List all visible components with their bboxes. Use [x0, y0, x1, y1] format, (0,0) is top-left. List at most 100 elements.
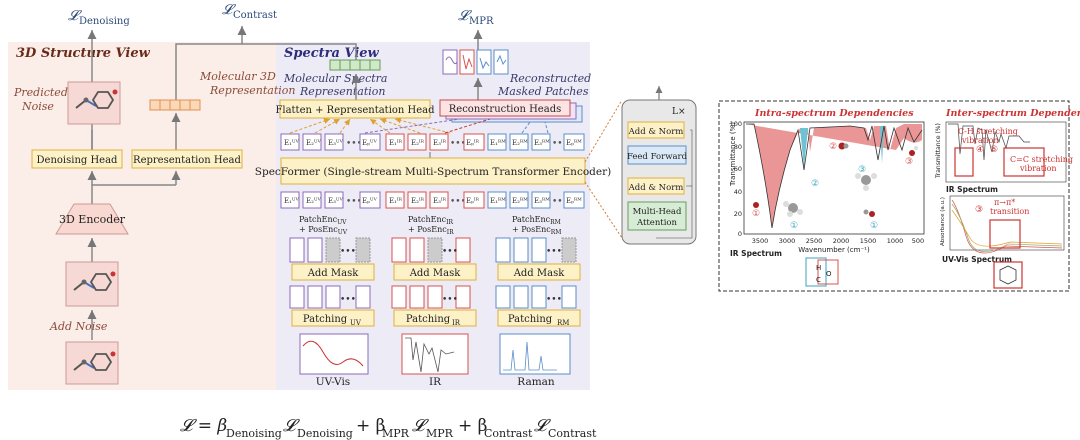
svg-text:Denoising: Denoising: [297, 427, 353, 440]
zoom-line-top: [584, 99, 623, 163]
svg-text:E₃ᵁⱽ: E₃ᵁⱽ: [328, 197, 344, 205]
svg-text:E₁ᴿᴹ: E₁ᴿᴹ: [490, 139, 506, 147]
transformer-block: L× Add & Norm Feed Forward Add & Norm Mu…: [621, 86, 697, 245]
svg-text:E₃ᴿᴹ: E₃ᴿᴹ: [534, 139, 550, 147]
svg-text:•••: •••: [340, 247, 356, 257]
svg-text:IR Spectrum: IR Spectrum: [730, 249, 782, 258]
svg-text:E₃ᴿᴹ: E₃ᴿᴹ: [534, 197, 550, 205]
ir-plot: Transmittance (%) 100 80 60 40 20 0 3500…: [729, 120, 925, 258]
svg-text:IR: IR: [429, 376, 442, 388]
svg-text:②: ②: [829, 142, 837, 152]
svg-text:Contrast: Contrast: [484, 427, 533, 440]
arrow-contrast-right: [242, 43, 357, 60]
inter-title: Inter-spectrum Dependencies: [945, 108, 1080, 119]
svg-text:IR Spectrum: IR Spectrum: [946, 185, 998, 194]
svg-text:Add Mask: Add Mask: [307, 268, 360, 279]
svg-text:•••: •••: [546, 295, 562, 305]
svg-text:Denoising: Denoising: [79, 16, 130, 27]
svg-text:E₂ᴵᴿ: E₂ᴵᴿ: [411, 197, 425, 205]
svg-text:Predicted: Predicted: [13, 86, 68, 99]
svg-text:RM: RM: [557, 319, 569, 327]
svg-text:Patching: Patching: [406, 314, 451, 325]
loss-denoising: 𝓛 Denoising: [68, 8, 130, 27]
svg-text:E₁ᵁⱽ: E₁ᵁⱽ: [284, 197, 300, 205]
intra-title: Intra-spectrum Dependencies: [754, 108, 914, 119]
svg-text:H: H: [816, 264, 821, 272]
loss-contrast: 𝓛 Contrast: [222, 2, 277, 21]
molecule-image-top: [67, 81, 121, 125]
svg-text:E₁ᴿᴹ: E₁ᴿᴹ: [490, 197, 506, 205]
token-row-bottom: E₁ᵁⱽ E₂ᵁⱽ E₃ᵁⱽ ••• Eₚᵁⱽ E₁ᴵᴿ E₂ᴵᴿ E₃ᴵᴿ •…: [280, 191, 585, 209]
loss-mpr: 𝓛 MPR: [458, 8, 494, 27]
3d-encoder-box: 3D Encoder: [55, 203, 129, 235]
spectra-view-title: Spectra View: [284, 46, 380, 61]
reconstruction-heads-box: Reconstruction Heads: [439, 99, 583, 123]
svg-text:E₂ᴿᴹ: E₂ᴿᴹ: [512, 139, 528, 147]
svg-text:③: ③: [858, 165, 866, 175]
column-uv: PatchEncUV + PosEncUV ••• Add Mask ••• P…: [289, 215, 375, 388]
svg-text:Feed Forward: Feed Forward: [627, 152, 688, 162]
svg-text:𝓛 = β: 𝓛 = β: [180, 416, 227, 436]
svg-text:E₃ᵁⱽ: E₃ᵁⱽ: [328, 139, 344, 147]
svg-text:Reconstruction Heads: Reconstruction Heads: [449, 104, 561, 115]
svg-text:E₂ᵁⱽ: E₂ᵁⱽ: [306, 139, 322, 147]
svg-text:2500: 2500: [806, 237, 823, 245]
svg-text:PatchEncIR: PatchEncIR: [408, 215, 453, 226]
svg-text:MPR: MPR: [469, 16, 494, 27]
svg-text:Denoising Head: Denoising Head: [37, 155, 119, 166]
svg-text:+ β: + β: [458, 416, 487, 436]
column-ir: PatchEncIR + PosEncIR ••• Add Mask ••• P…: [391, 215, 477, 388]
svg-text:Representation: Representation: [209, 84, 295, 97]
svg-text:E₂ᴿᴹ: E₂ᴿᴹ: [512, 197, 528, 205]
molecule-image-mid: [65, 261, 119, 307]
svg-text:C=C stretching: C=C stretching: [1010, 155, 1073, 164]
svg-text:•••: •••: [552, 197, 568, 207]
rep-vector-orange: [149, 99, 201, 111]
svg-text:Add Mask: Add Mask: [513, 268, 566, 279]
add-noise-label: Add Noise: [49, 320, 108, 333]
svg-text:1000: 1000: [887, 237, 904, 245]
svg-text:Representation: Representation: [299, 85, 385, 98]
svg-text:①: ①: [790, 221, 798, 231]
svg-text:Wavenumber (cm⁻¹): Wavenumber (cm⁻¹): [798, 246, 870, 254]
reconstructed-label: Reconstructed Masked Patches: [497, 72, 591, 98]
svg-text:MPR: MPR: [426, 427, 454, 440]
svg-text:Eₚᴿᴹ: Eₚᴿᴹ: [566, 197, 582, 205]
svg-text:C-H stretching: C-H stretching: [958, 127, 1018, 136]
svg-text:1500: 1500: [860, 237, 877, 245]
svg-text:Add & Norm: Add & Norm: [628, 183, 684, 193]
svg-text:Eₚᴵᴿ: Eₚᴵᴿ: [466, 197, 480, 205]
svg-text:⑤: ⑤: [990, 145, 998, 155]
svg-text:•••: •••: [450, 197, 466, 207]
svg-text:C: C: [816, 276, 821, 284]
svg-text:Molecular Spectra: Molecular Spectra: [283, 72, 387, 85]
svg-text:E₃ᴵᴿ: E₃ᴵᴿ: [433, 197, 447, 205]
structure-view-title: 3D Structure View: [16, 46, 151, 61]
flatten-head-box: Flatten + Representation Head: [275, 99, 435, 119]
svg-text:Reconstructed: Reconstructed: [509, 72, 591, 85]
svg-text:80: 80: [734, 143, 742, 151]
arrow-contrast-left: [175, 26, 247, 100]
structure-view-panel: [8, 42, 276, 390]
svg-text:40: 40: [734, 188, 742, 196]
token-arrows: [289, 117, 549, 134]
svg-text:Patching: Patching: [303, 314, 348, 325]
svg-text:MPR: MPR: [382, 427, 410, 440]
svg-text:Noise: Noise: [21, 100, 54, 113]
small-structure: H O C: [805, 257, 839, 287]
svg-text:UV-Vis: UV-Vis: [316, 376, 350, 388]
svg-text:③: ③: [905, 157, 913, 167]
svg-text:Flatten + Representation Head: Flatten + Representation Head: [275, 105, 435, 116]
svg-text:①: ①: [870, 221, 878, 231]
svg-text:3500: 3500: [752, 237, 769, 245]
denoising-head-box: Denoising Head: [31, 149, 123, 169]
rep-vector-green: [329, 59, 381, 71]
svg-text:Add & Norm: Add & Norm: [628, 127, 684, 137]
svg-text:E₂ᵁⱽ: E₂ᵁⱽ: [306, 197, 322, 205]
specformer-box: SpecFormer (Single-stream Multi-Spectrum…: [255, 157, 611, 185]
zoom-line-bottom: [584, 181, 623, 239]
svg-text:•••: •••: [442, 295, 458, 305]
svg-text:L×: L×: [672, 107, 686, 117]
svg-text:Molecular 3D: Molecular 3D: [199, 70, 276, 83]
